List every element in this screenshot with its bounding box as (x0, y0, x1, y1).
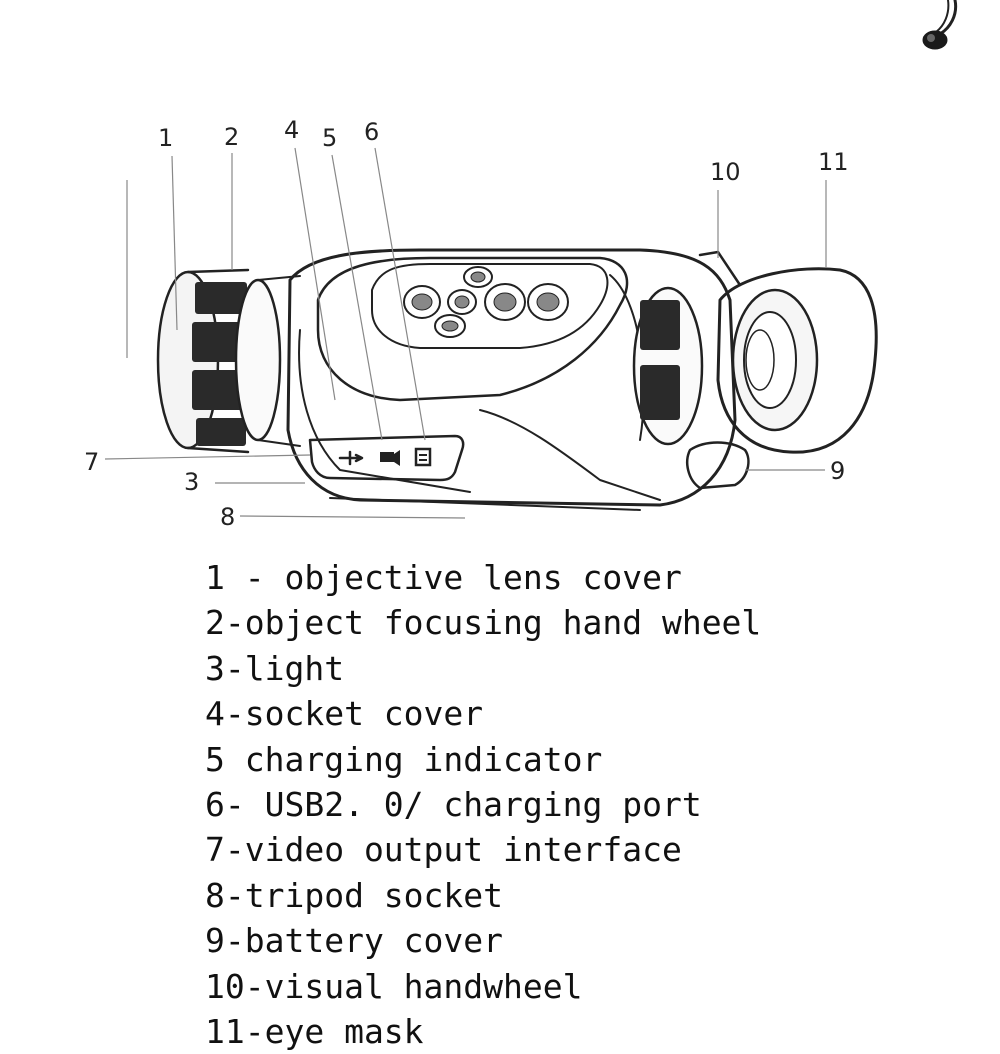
button-right-1 (484, 283, 526, 321)
legend-item-8: 8-tripod socket (205, 875, 504, 915)
legend-item-7: 7-video output interface (205, 830, 682, 870)
callout-8: 8 (220, 503, 235, 531)
callout-6: 6 (364, 118, 379, 146)
button-bottom (434, 314, 466, 338)
callout-9: 9 (830, 457, 845, 485)
legend-item-9: 9-battery cover (205, 921, 504, 961)
eye-mask (716, 267, 878, 454)
callout-7: 7 (84, 448, 99, 476)
parts-legend: 1 - objective lens cover 2-object focusi… (205, 555, 985, 1054)
usb-icon (338, 450, 364, 466)
legend-item-1: 1 - objective lens cover (205, 558, 682, 597)
callout-3: 3 (184, 468, 199, 496)
legend-item-3: 3-light (205, 648, 345, 688)
legend-item-4: 4-socket cover (205, 694, 484, 734)
button-top (463, 266, 493, 288)
legend-item-2: 2-object focusing hand wheel (205, 603, 762, 643)
tripod-socket (329, 497, 641, 511)
control-buttons (403, 266, 569, 338)
lanyard-strap (922, 0, 958, 50)
legend-item-10: 10-visual handwheel (205, 966, 583, 1006)
callout-2: 2 (224, 123, 239, 151)
leader-lines (104, 147, 827, 519)
callout-labels: 1 2 3 4 5 6 7 8 9 10 11 (84, 116, 849, 531)
callout-5: 5 (322, 124, 337, 152)
legend-item-6: 6- USB2. 0/ charging port (205, 784, 702, 824)
callout-1: 1 (158, 124, 173, 152)
port-panel (308, 434, 465, 482)
video-out-icon (380, 450, 400, 466)
charging-port-icon (414, 447, 432, 467)
callout-11: 11 (818, 148, 849, 176)
legend-item-5: 5 charging indicator (205, 739, 603, 779)
button-left (403, 285, 441, 319)
night-vision-monocular-diagram: 1 2 3 4 5 6 7 8 9 10 11 (84, 0, 958, 531)
legend-item-11: 11-eye mask (205, 1011, 424, 1051)
callout-4: 4 (284, 116, 299, 144)
objective-lens-cover (156, 268, 250, 454)
button-center (447, 289, 477, 315)
callout-10: 10 (710, 158, 741, 186)
battery-cover (686, 441, 750, 490)
visual-handwheel (632, 250, 742, 446)
button-right-2 (527, 283, 569, 321)
